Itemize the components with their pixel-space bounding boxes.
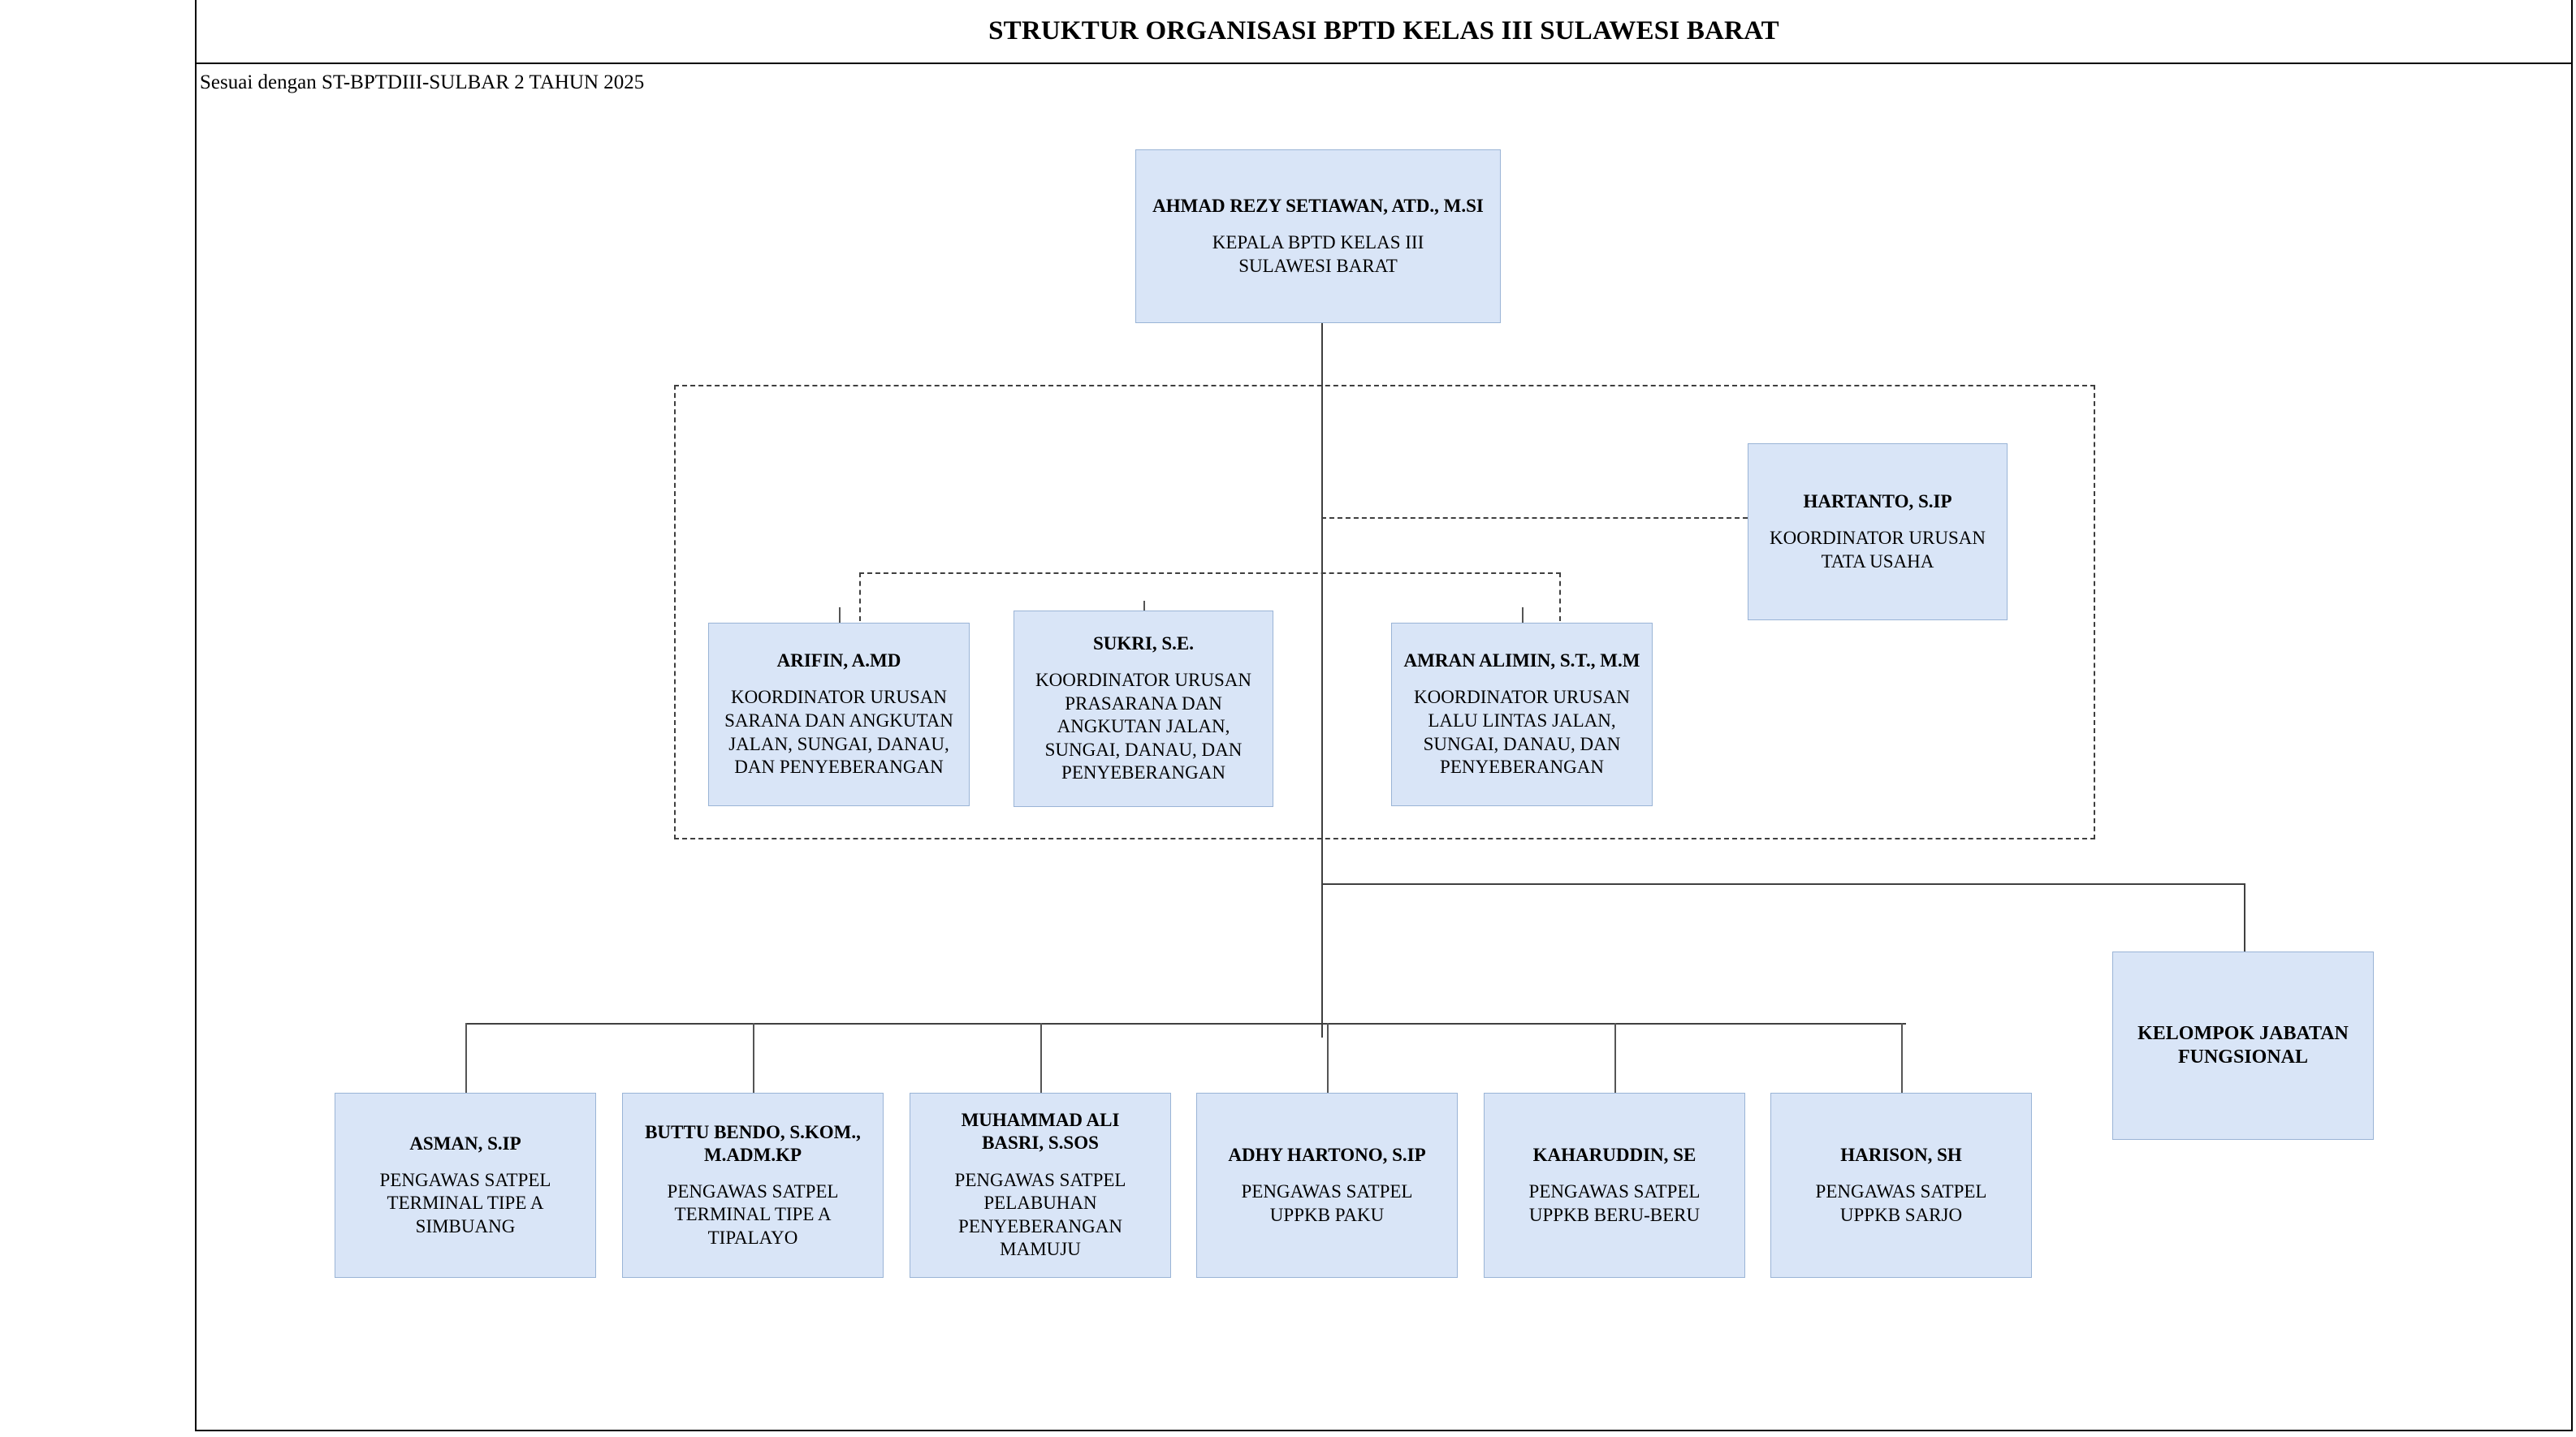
connector-bar-to-fungsional	[1321, 883, 2245, 885]
node-kepala-bptd[interactable]: AHMAD REZY SETIAWAN, ATD., M.SI KEPALA B…	[1135, 149, 1501, 323]
node-asman-name: ASMAN, S.IP	[409, 1133, 521, 1154]
connector-drop-pengawas-5	[1614, 1023, 1616, 1093]
connector-dashed-to-tata-usaha	[1321, 517, 1748, 519]
connector-drop-pengawas-6	[1901, 1023, 1903, 1093]
connector-drop-pengawas-4	[1327, 1023, 1329, 1093]
node-amran-name: AMRAN ALIMIN, S.T., M.M	[1403, 650, 1640, 671]
node-kepala-name: AHMAD REZY SETIAWAN, ATD., M.SI	[1152, 195, 1484, 216]
connector-stub-amran	[1522, 607, 1524, 635]
node-pengawas-terminal-tipalayo[interactable]: BUTTU BENDO, S.KOM.,M.ADM.KP PENGAWAS SA…	[622, 1093, 884, 1278]
connector-drop-pengawas-3	[1040, 1023, 1042, 1093]
connector-kepala-spine	[1321, 323, 1323, 1038]
connector-stub-arifin	[839, 607, 841, 635]
page-title: STRUKTUR ORGANISASI BPTD KELAS III SULAW…	[988, 16, 1779, 45]
connector-drop-fungsional	[2244, 883, 2245, 952]
connector-drop-pengawas-1	[465, 1023, 467, 1093]
connector-dashed-coordinator-bar	[859, 572, 1561, 574]
node-koordinator-lalu-lintas[interactable]: AMRAN ALIMIN, S.T., M.M KOORDINATOR URUS…	[1391, 623, 1653, 806]
node-tata-usaha-name: HARTANTO, S.IP	[1803, 490, 1952, 511]
node-buttu-bendo-name: BUTTU BENDO, S.KOM.,M.ADM.KP	[645, 1121, 861, 1165]
node-sukri-name: SUKRI, S.E.	[1093, 633, 1194, 654]
node-harison-name: HARISON, SH	[1840, 1144, 1962, 1165]
node-kaharuddin-name: KAHARUDDIN, SE	[1532, 1144, 1696, 1165]
header-band: STRUKTUR ORGANISASI BPTD KELAS III SULAW…	[195, 0, 2573, 64]
connector-dashed-drop-arifin	[859, 572, 861, 621]
connector-dashed-drop-amran	[1559, 572, 1561, 621]
page-frame	[195, 0, 2573, 1431]
node-arifin-name: ARIFIN, A.MD	[776, 650, 901, 671]
connector-dashed-staff-region	[674, 385, 2095, 839]
node-adhy-hartono-name: ADHY HARTONO, S.IP	[1228, 1144, 1426, 1165]
connector-bar-pengawas	[465, 1023, 1906, 1025]
document-reference-subtitle: Sesuai dengan ST-BPTDIII-SULBAR 2 TAHUN …	[200, 71, 645, 93]
connector-drop-pengawas-2	[753, 1023, 754, 1093]
